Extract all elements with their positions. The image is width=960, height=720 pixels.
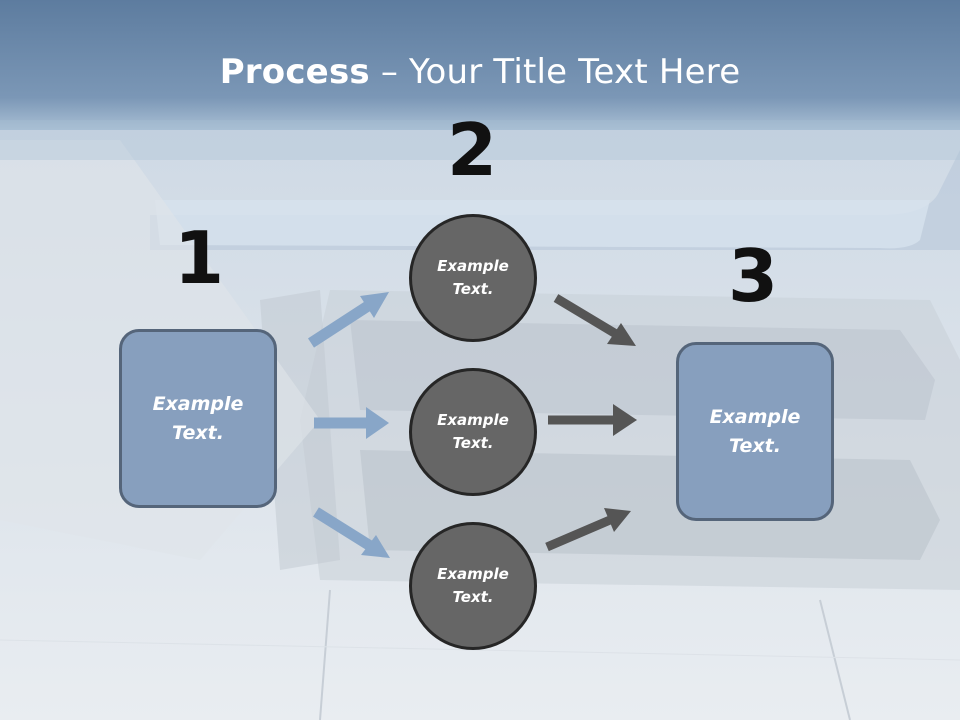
process-circle-1: Example Text. (409, 214, 537, 342)
arrow-input-to-circle-2 (314, 407, 389, 439)
input-box: Example Text. (119, 329, 277, 508)
arrow-circle-2-to-output (548, 404, 637, 436)
circle-2-label: Example Text. (437, 411, 509, 452)
circle-1-label: Example Text. (437, 257, 509, 298)
arrow-input-to-circle-1 (308, 292, 389, 348)
step-number-1: 1 (173, 216, 225, 300)
arrow-circle-1-to-output (553, 294, 636, 346)
circle-3-label: Example Text. (437, 565, 509, 606)
process-circle-2: Example Text. (409, 368, 537, 496)
step-number-3: 3 (727, 234, 779, 318)
output-box-label: Example Text. (709, 405, 801, 457)
arrow-circle-3-to-output (545, 508, 631, 552)
slide-title: Process – Your Title Text Here (0, 52, 960, 92)
input-box-label: Example Text. (152, 392, 244, 444)
arrow-input-to-circle-3 (313, 507, 390, 558)
title-rest: – Your Title Text Here (369, 52, 741, 92)
title-bold: Process (219, 52, 370, 92)
process-circle-3: Example Text. (409, 522, 537, 650)
step-number-2: 2 (446, 108, 498, 192)
output-box: Example Text. (676, 342, 834, 521)
